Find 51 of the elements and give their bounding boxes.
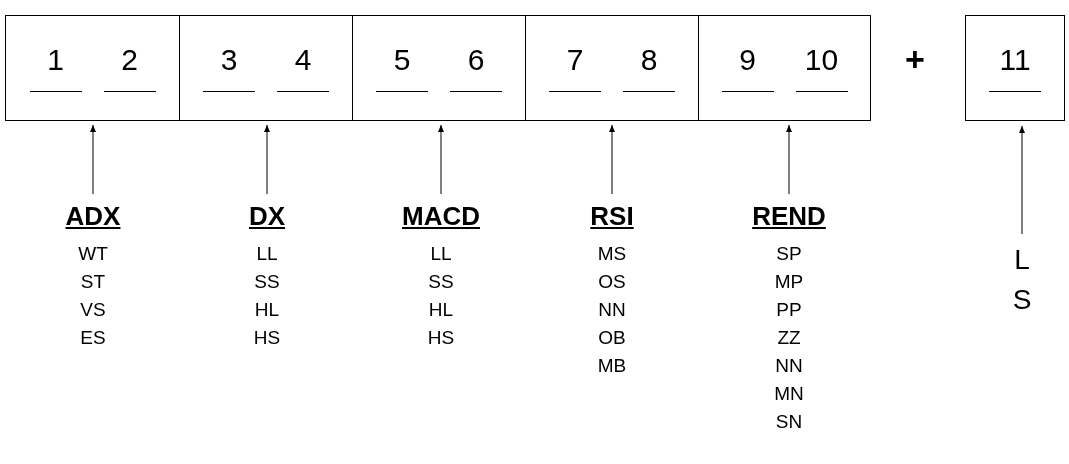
option-code: SP bbox=[776, 242, 802, 266]
option-code: NN bbox=[598, 298, 626, 322]
option-code: PP bbox=[776, 298, 802, 322]
number-blank: 2 bbox=[103, 44, 156, 92]
option-letter: S bbox=[1012, 283, 1032, 317]
indicator-heading: MACD bbox=[402, 200, 480, 232]
number-blank: 5 bbox=[376, 44, 428, 92]
option-code: WT bbox=[78, 242, 108, 266]
option-letter: L bbox=[1014, 243, 1030, 277]
number-blank: 9 bbox=[721, 44, 774, 92]
number-blank: 11 bbox=[989, 44, 1041, 92]
indicator-heading: ADX bbox=[65, 200, 121, 232]
option-code: MN bbox=[774, 382, 804, 406]
arrow bbox=[264, 124, 270, 195]
number-blank: 3 bbox=[203, 44, 255, 92]
code-strip bbox=[5, 15, 871, 121]
indicator-heading: DX bbox=[248, 200, 286, 232]
option-code: SN bbox=[775, 410, 803, 434]
indicator-heading: RSI bbox=[590, 200, 634, 232]
indicator-heading: REND bbox=[752, 200, 826, 232]
option-code: LL bbox=[430, 242, 452, 266]
option-code: HL bbox=[428, 298, 454, 322]
option-code: VS bbox=[80, 298, 106, 322]
digit-box bbox=[965, 15, 1065, 121]
option-code: MP bbox=[774, 270, 804, 294]
option-code: ST bbox=[80, 270, 106, 294]
option-code: HS bbox=[253, 326, 281, 350]
option-code: MB bbox=[597, 354, 627, 378]
arrow bbox=[786, 124, 792, 195]
arrow bbox=[1019, 125, 1025, 235]
option-code: HL bbox=[254, 298, 280, 322]
number-blank: 1 bbox=[29, 44, 82, 92]
option-code: SS bbox=[428, 270, 454, 294]
number-blank: 10 bbox=[795, 44, 848, 92]
option-code: ZZ bbox=[777, 326, 801, 350]
number-blank: 8 bbox=[623, 44, 675, 92]
number-blank: 4 bbox=[277, 44, 329, 92]
option-code: SS bbox=[254, 270, 280, 294]
option-code: HS bbox=[427, 326, 455, 350]
option-code: OS bbox=[598, 270, 626, 294]
arrow bbox=[609, 124, 615, 195]
option-code: NN bbox=[775, 354, 803, 378]
option-code: OB bbox=[598, 326, 626, 350]
arrow bbox=[438, 124, 444, 195]
number-blank: 7 bbox=[549, 44, 601, 92]
arrow bbox=[90, 124, 96, 195]
option-code: ES bbox=[80, 326, 106, 350]
plus-sign: + bbox=[905, 42, 925, 76]
option-code: LL bbox=[256, 242, 278, 266]
number-blank: 6 bbox=[450, 44, 502, 92]
option-code: MS bbox=[597, 242, 627, 266]
